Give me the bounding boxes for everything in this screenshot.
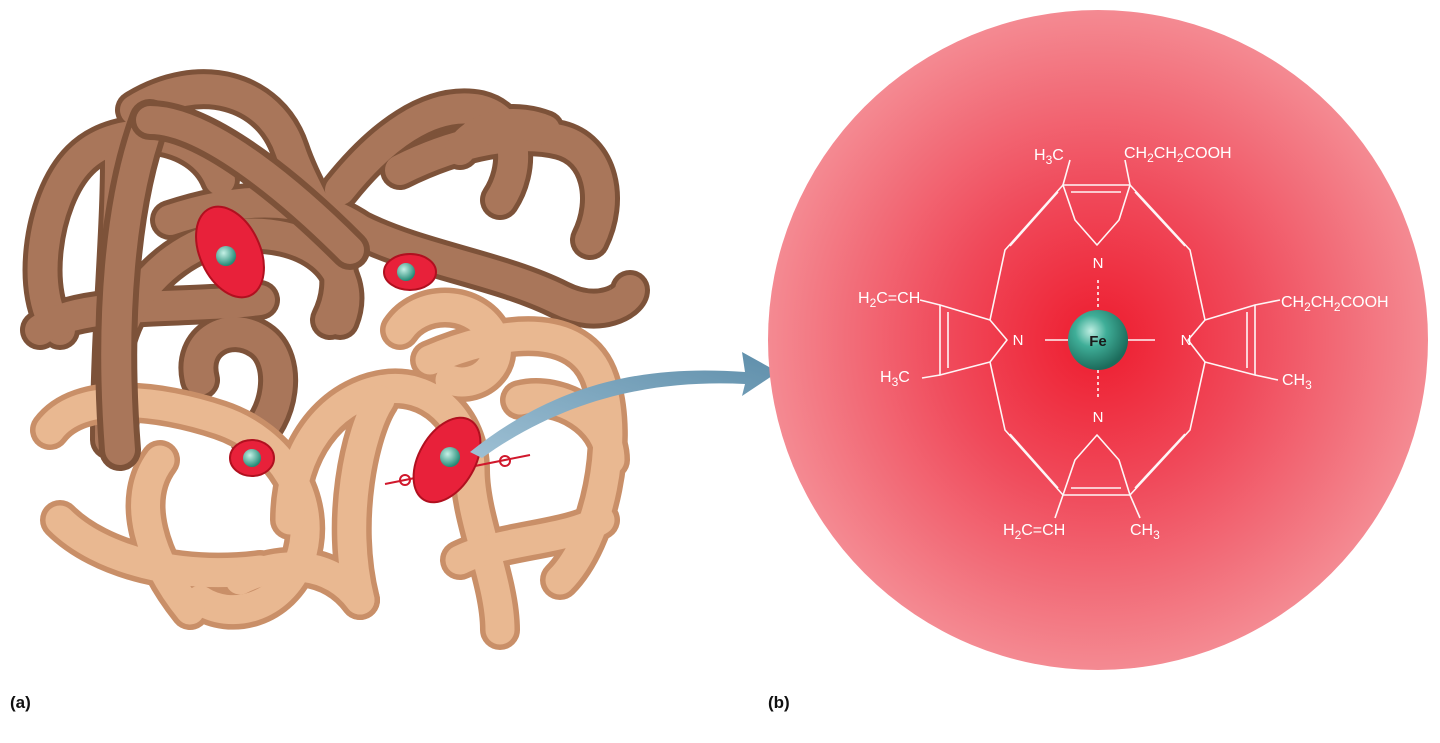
hemoglobin-protein — [20, 69, 650, 650]
heme-group-4 — [384, 416, 531, 504]
iron-label: Fe — [1089, 333, 1107, 350]
nitrogen-right: N — [1181, 332, 1192, 349]
porphyrin-ring — [919, 159, 1281, 519]
substituent-right-lower: CH3 — [1282, 372, 1312, 392]
panel-label-a: (a) — [10, 693, 31, 712]
substituent-left-upper: H2C=CH — [858, 290, 920, 310]
panel-label-b: (b) — [768, 693, 790, 712]
nitrogen-left: N — [1013, 332, 1024, 349]
dark-front-tube — [95, 99, 370, 471]
heme-group-1 — [195, 205, 265, 299]
heme-group-3 — [229, 439, 275, 477]
nitrogen-bottom: N — [1093, 409, 1104, 426]
heme-group-2 — [383, 253, 437, 291]
substituent-right-upper: CH2CH2COOH — [1281, 294, 1389, 314]
substituent-left-lower: H3C — [880, 369, 910, 389]
substituent-top-right: CH2CH2COOH — [1124, 145, 1232, 165]
zoom-arrow — [470, 352, 778, 458]
iron-atom: Fe — [1068, 310, 1128, 370]
substituent-bottom-left: H2C=CH — [1003, 522, 1065, 542]
substituent-bottom-right: CH3 — [1130, 522, 1160, 542]
substituent-top-left: H3C — [1034, 147, 1064, 167]
nitrogen-top: N — [1093, 255, 1104, 272]
